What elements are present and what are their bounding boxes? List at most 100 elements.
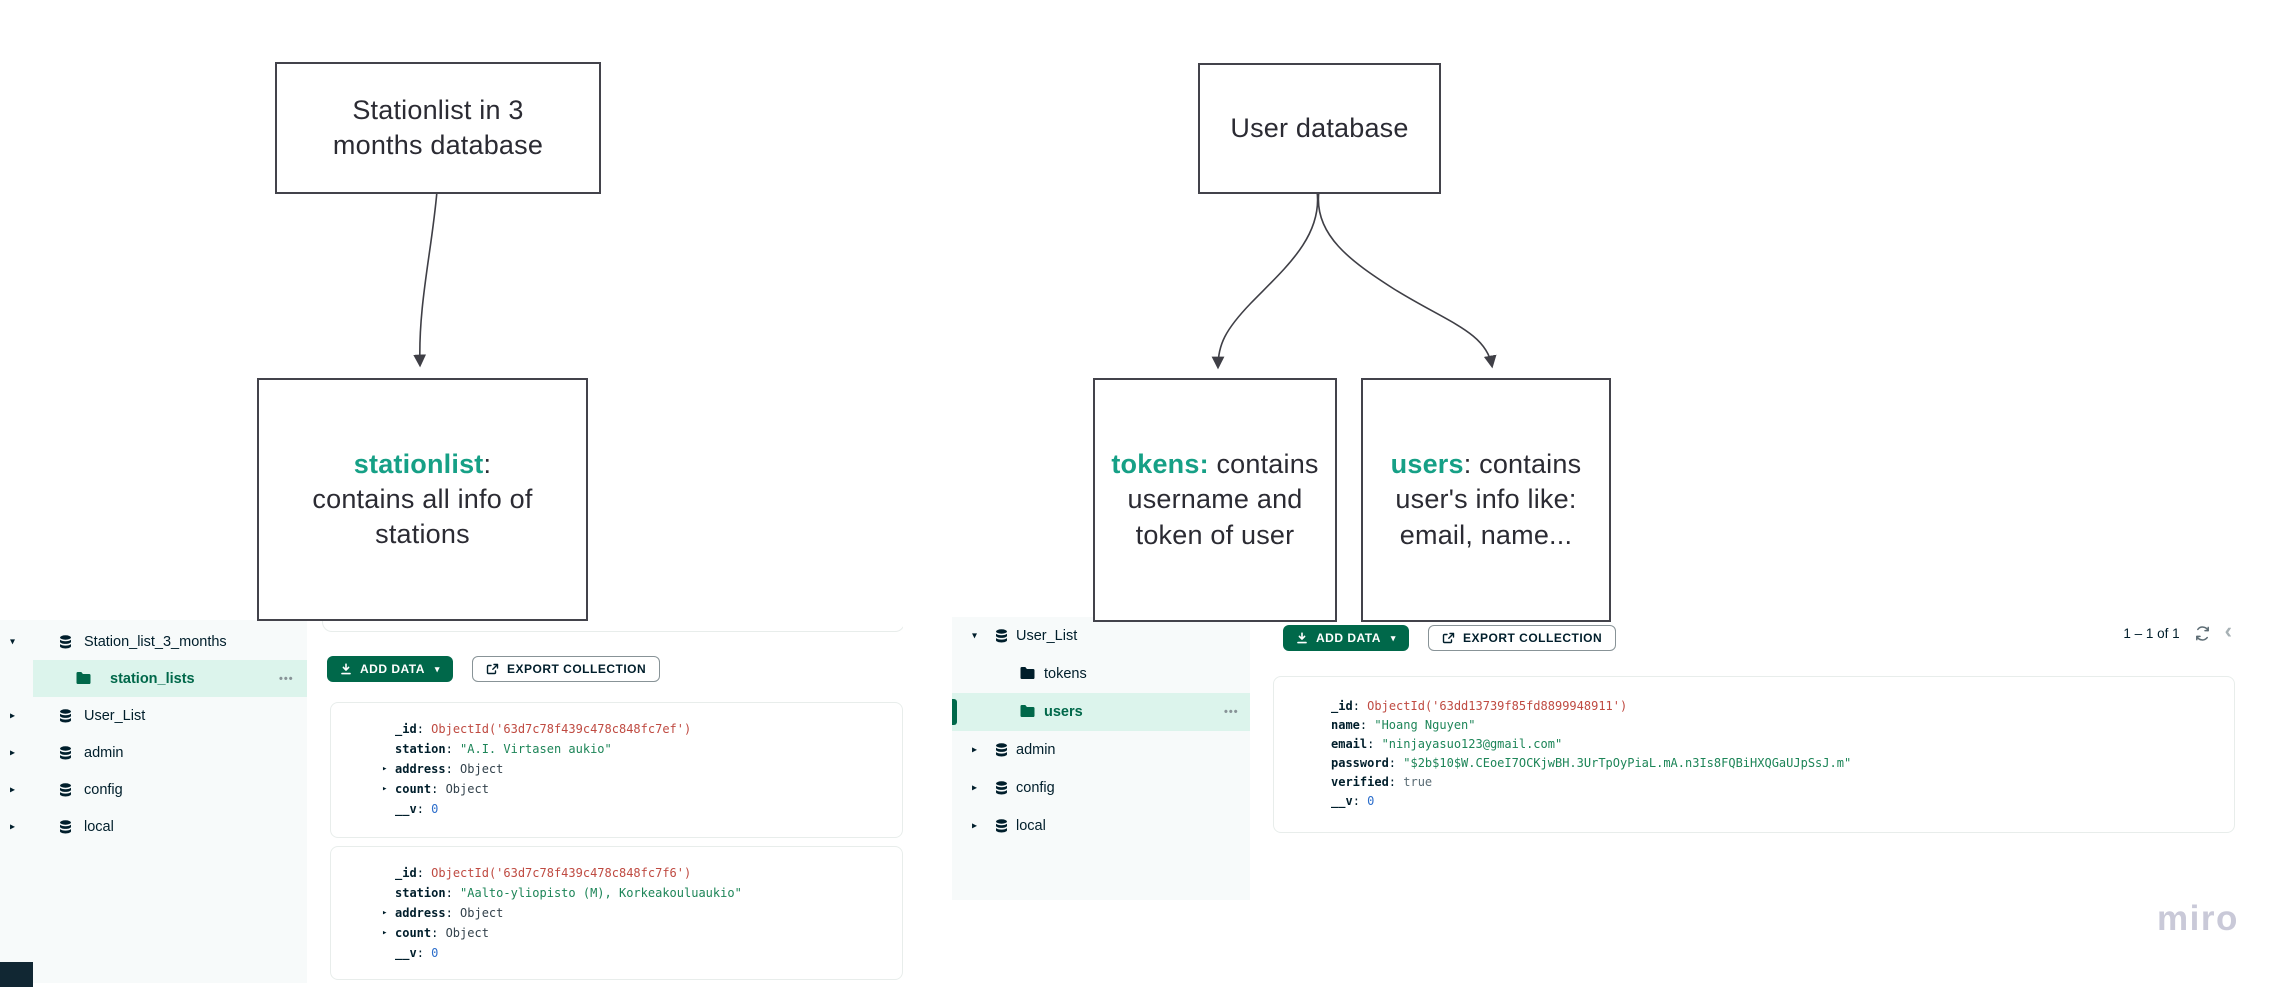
- diagram-box-stationlist-database[interactable]: Stationlist in 3 months database: [275, 62, 601, 194]
- miro-watermark: miro: [2157, 899, 2239, 938]
- caret-right-icon[interactable]: ▸: [972, 782, 978, 794]
- field-value: "ninjayasuo123@gmail.com": [1381, 737, 1563, 751]
- document-field-name[interactable]: name: "Hoang Nguyen": [1331, 718, 1476, 732]
- field-key: __v: [395, 802, 417, 816]
- field-key: email: [1331, 737, 1368, 751]
- chevron-down-icon: ▾: [434, 663, 440, 674]
- sidebar-item-local[interactable]: ▸ local: [952, 807, 1250, 845]
- field-value: "Aalto-yliopisto (M), Korkeakouluaukio": [460, 886, 742, 900]
- sidebar-item-label: local: [1016, 818, 1046, 834]
- sidebar-item-admin[interactable]: ▸ admin: [0, 734, 307, 771]
- item-menu-ellipsis-icon[interactable]: •••: [279, 672, 294, 685]
- field-key: __v: [1331, 794, 1353, 808]
- export-icon: [1442, 632, 1455, 645]
- expand-caret-icon[interactable]: ▸: [382, 928, 388, 938]
- caret-right-icon[interactable]: ▸: [10, 710, 16, 721]
- field-value: Object: [460, 762, 504, 776]
- field-key: name: [1331, 718, 1360, 732]
- connector-userdb-tokens: [1211, 190, 1319, 370]
- download-icon: [1296, 632, 1308, 644]
- sidebar-item-local[interactable]: ▸local: [0, 808, 307, 845]
- document-field-address[interactable]: ▸address: Object: [331, 903, 902, 923]
- database-icon: [58, 819, 73, 834]
- document-field-count[interactable]: ▸count: Object: [331, 779, 902, 799]
- database-icon: [58, 745, 73, 760]
- document-field-verified[interactable]: verified: true: [1331, 775, 1433, 789]
- sidebar-item-admin[interactable]: ▸ admin: [952, 731, 1250, 769]
- chevron-left-icon[interactable]: ‹: [2224, 618, 2232, 643]
- expand-caret-icon[interactable]: ▸: [382, 784, 388, 794]
- document-field-__v[interactable]: __v: 0: [395, 946, 439, 960]
- export-collection-button[interactable]: EXPORT COLLECTION: [1428, 625, 1617, 651]
- database-icon: [994, 819, 1009, 834]
- export-collection-label: EXPORT COLLECTION: [507, 662, 647, 676]
- document-card: _id: ObjectId('63d7c78f439c478c848fc7f6'…: [330, 846, 903, 980]
- caret-right-icon[interactable]: ▸: [972, 744, 978, 756]
- field-value: Object: [445, 926, 489, 940]
- sidebar-item-users[interactable]: users•••: [952, 693, 1250, 731]
- add-data-button[interactable]: ADD DATA ▾: [1283, 625, 1409, 651]
- sidebar-item-config[interactable]: ▸ config: [952, 769, 1250, 807]
- pagination: 1 – 1 of 1 ‹: [2123, 620, 2232, 642]
- caret-right-icon[interactable]: ▸: [10, 747, 16, 758]
- sidebar-item-label: User_List: [1016, 628, 1078, 644]
- window-corner-strip: [0, 962, 33, 987]
- add-data-button[interactable]: ADD DATA ▾: [327, 656, 453, 682]
- document-field-_id[interactable]: _id: ObjectId('63d7c78f439c478c848fc7ef'…: [395, 722, 692, 736]
- sidebar-item-config[interactable]: ▸config: [0, 771, 307, 808]
- sidebar-item-label: station_lists: [110, 670, 195, 687]
- document-field-__v[interactable]: __v: 0: [395, 802, 439, 816]
- refresh-icon[interactable]: [2195, 625, 2210, 641]
- field-value: "Hoang Nguyen": [1374, 718, 1476, 732]
- sidebar-item-label: admin: [84, 744, 124, 761]
- item-menu-ellipsis-icon[interactable]: •••: [1224, 706, 1239, 718]
- field-value: Object: [445, 782, 489, 796]
- document-field-password[interactable]: password: "$2b$10$W.CEoeI7OCKjwBH.3UrTpO…: [1331, 756, 1852, 770]
- caret-right-icon[interactable]: ▸: [10, 784, 16, 795]
- diagram-box-text: stationlist: contains all info of statio…: [312, 448, 533, 550]
- caret-right-icon[interactable]: ▸: [10, 821, 16, 832]
- caret-down-icon[interactable]: ▾: [10, 636, 16, 647]
- export-collection-button[interactable]: EXPORT COLLECTION: [472, 656, 661, 682]
- document-field-address[interactable]: ▸address: Object: [331, 759, 902, 779]
- active-indicator: [952, 699, 957, 725]
- document-field-email[interactable]: email: "ninjayasuo123@gmail.com": [1331, 737, 1563, 751]
- diagram-box-text: tokens: contains username and token of u…: [1111, 449, 1319, 550]
- caret-right-icon[interactable]: ▸: [972, 820, 978, 832]
- compass-sidebar: ▾Station_list_3_months station_lists ••• ▸U…: [0, 620, 307, 983]
- expand-caret-icon[interactable]: ▸: [382, 764, 388, 774]
- sidebar-item-User_List[interactable]: ▸User_List: [0, 697, 307, 734]
- diagram-box-tokens-collection[interactable]: tokens: contains username and token of u…: [1093, 378, 1337, 622]
- sidebar-item-label: config: [1016, 780, 1055, 796]
- document-field-_id[interactable]: _id: ObjectId('63dd13739f85fd8899948911'…: [1331, 699, 1628, 713]
- field-key: _id: [1331, 699, 1353, 713]
- database-icon: [58, 782, 73, 797]
- diagram-box-users-collection[interactable]: users: contains user's info like: email,…: [1361, 378, 1611, 622]
- document-field-station[interactable]: station: "Aalto-yliopisto (M), Korkeakou…: [395, 886, 742, 900]
- document-card: _id: ObjectId('63dd13739f85fd8899948911'…: [1273, 676, 2235, 833]
- add-data-label: ADD DATA: [1316, 631, 1381, 645]
- sidebar-item-Station_list_3_months[interactable]: ▾Station_list_3_months: [0, 623, 307, 660]
- collection-name-highlight: tokens:: [1111, 449, 1209, 480]
- sidebar-item-label: admin: [1016, 742, 1056, 758]
- document-field-__v[interactable]: __v: 0: [1331, 794, 1375, 808]
- sidebar-item-station_lists[interactable]: station_lists •••: [33, 660, 307, 697]
- field-value: ObjectId('63dd13739f85fd8899948911'): [1367, 699, 1628, 713]
- folder-icon: [1020, 667, 1035, 682]
- caret-down-icon[interactable]: ▾: [972, 630, 978, 642]
- document-field-_id[interactable]: _id: ObjectId('63d7c78f439c478c848fc7f6'…: [395, 866, 692, 880]
- diagram-box-stationlist-collection[interactable]: stationlist: contains all info of statio…: [257, 378, 588, 621]
- sidebar-item-User_List[interactable]: ▾ User_List: [952, 617, 1250, 655]
- database-icon: [58, 634, 73, 649]
- expand-caret-icon[interactable]: ▸: [382, 908, 388, 918]
- document-field-count[interactable]: ▸count: Object: [331, 923, 902, 943]
- field-key: count: [395, 782, 432, 796]
- document-field-station[interactable]: station: "A.I. Virtasen aukio": [395, 742, 612, 756]
- diagram-box-user-database[interactable]: User database: [1198, 63, 1441, 194]
- field-key: address: [395, 762, 446, 776]
- field-key: count: [395, 926, 432, 940]
- sidebar-item-tokens[interactable]: tokens: [952, 655, 1250, 693]
